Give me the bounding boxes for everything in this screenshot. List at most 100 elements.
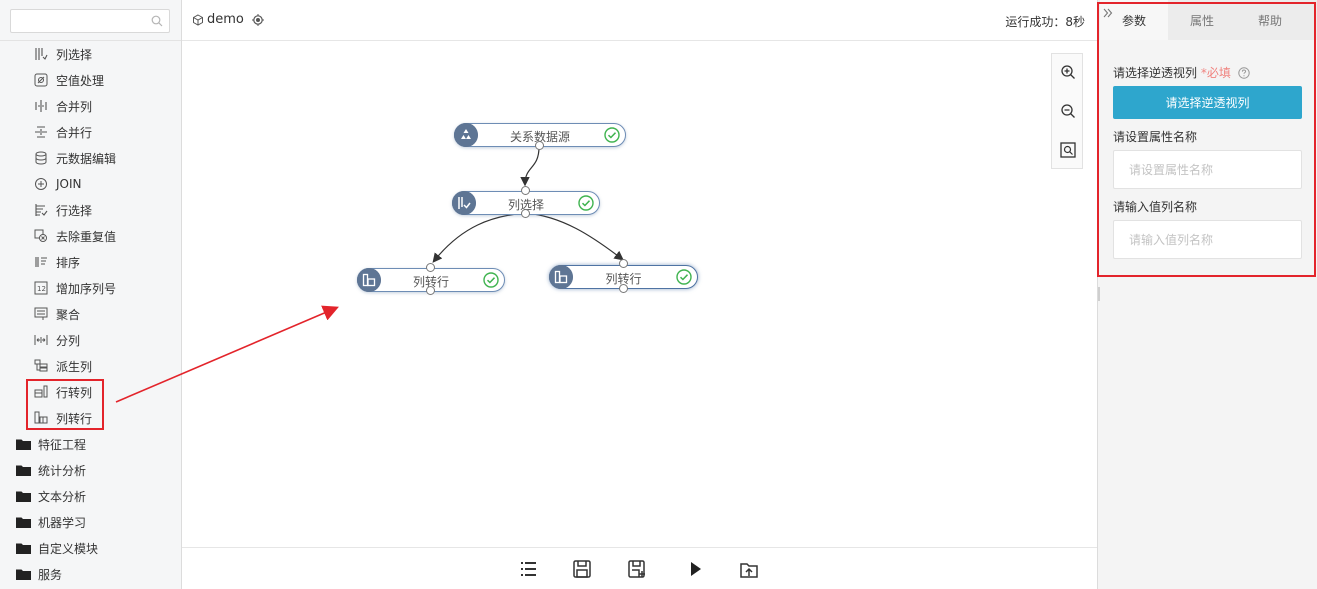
sidebar-item-label: 分列 (56, 333, 81, 348)
attr-name-input[interactable] (1113, 150, 1302, 189)
node-label: 列转行 (412, 275, 449, 289)
success-check-icon (604, 127, 620, 143)
dedupe-icon (34, 229, 47, 242)
sidebar-folder-service[interactable]: 服务 (16, 564, 62, 584)
help-icon[interactable] (1237, 67, 1250, 79)
sidebar-item-column-select[interactable]: 列选择 (34, 44, 92, 64)
merge-rows-icon (35, 126, 47, 138)
sidebar-folder-machine-learning[interactable]: 机器学习 (16, 512, 86, 532)
highlight-box-sidebar (26, 379, 104, 430)
row-select-icon (35, 204, 48, 216)
sidebar-item-row-select[interactable]: 行选择 (34, 200, 92, 220)
sidebar-folder-label: 服务 (38, 567, 63, 582)
input-port[interactable] (521, 186, 530, 195)
fit-view-icon[interactable] (1060, 142, 1076, 158)
folder-icon (16, 517, 31, 528)
folder-icon (16, 543, 31, 554)
save-icon[interactable] (572, 559, 592, 579)
zoom-in-icon[interactable] (1060, 64, 1076, 80)
sidebar-item-label: 列选择 (56, 47, 93, 62)
folder-icon (16, 439, 31, 450)
select-pivot-column-button[interactable]: 请选择逆透视列 (1113, 86, 1302, 119)
sort-icon (35, 257, 47, 267)
editor-header: demo 运行成功：8秒 (182, 0, 1097, 41)
sidebar-folder-custom-module[interactable]: 自定义模块 (16, 538, 98, 558)
sidebar-folder-label: 自定义模块 (38, 541, 99, 556)
sidebar-item-label: 排序 (56, 255, 81, 270)
sidebar-folder-label: 统计分析 (38, 463, 87, 478)
sidebar-item-column-to-row[interactable]: 列转行 (34, 408, 92, 428)
sidebar-folder-feature-engineering[interactable]: 特征工程 (16, 434, 86, 454)
sidebar-item-dedupe[interactable]: 去除重复值 (34, 226, 116, 246)
sidebar-item-add-serial[interactable]: 12 增加序列号 (34, 278, 116, 298)
zoom-out-icon[interactable] (1060, 103, 1076, 119)
pivot-column-label: 请选择逆透视列 *必填 (1113, 64, 1250, 81)
aggregate-icon (34, 307, 48, 320)
sidebar-item-split-column[interactable]: 分列 (34, 330, 80, 350)
sidebar-folder-label: 机器学习 (38, 515, 87, 530)
panel-resize-handle[interactable] (1098, 287, 1100, 301)
split-column-icon (34, 335, 48, 345)
zoom-toolbar (1051, 53, 1083, 169)
sidebar-item-sort[interactable]: 排序 (34, 252, 80, 272)
input-port[interactable] (619, 259, 628, 268)
search-icon[interactable] (151, 15, 163, 27)
output-port[interactable] (426, 286, 435, 295)
column-select-icon (452, 191, 476, 215)
sidebar-item-join[interactable]: JOIN (34, 174, 82, 194)
sidebar-item-label: 合并行 (56, 125, 93, 140)
module-search-input[interactable] (11, 10, 141, 32)
edge-layer (432, 146, 624, 263)
success-check-icon (483, 272, 499, 288)
list-icon[interactable] (518, 559, 538, 579)
sidebar-item-merge-columns[interactable]: 合并列 (34, 96, 92, 116)
sidebar-item-label: 去除重复值 (56, 229, 117, 244)
pivot-column-label-text: 请选择逆透视列 (1113, 66, 1198, 80)
sidebar-item-derived-column[interactable]: 派生列 (34, 356, 92, 376)
locate-icon[interactable] (251, 13, 264, 26)
input-port[interactable] (426, 263, 435, 272)
save-as-icon[interactable] (627, 559, 647, 579)
metadata-edit-icon (35, 151, 47, 165)
column-select-icon (35, 48, 48, 60)
output-port[interactable] (521, 209, 530, 218)
module-sidebar: 列选择 空值处理 合并列 合并行 元数据编辑 JOIN 行选择 去除重复值 (0, 0, 182, 589)
edge-datasource-to-colselect (520, 146, 540, 187)
sidebar-item-label: 列转行 (56, 411, 93, 426)
project-tab[interactable]: demo (192, 12, 264, 27)
sidebar-item-aggregate[interactable]: 聚合 (34, 304, 80, 324)
sidebar-item-label: 派生列 (56, 359, 93, 374)
output-port[interactable] (535, 141, 544, 150)
node-column-select[interactable]: 列选择 (452, 191, 600, 215)
sidebar-item-null-handling[interactable]: 空值处理 (34, 70, 104, 90)
sidebar-folder-text-analysis[interactable]: 文本分析 (16, 486, 86, 506)
success-check-icon (676, 269, 692, 285)
sidebar-item-metadata-edit[interactable]: 元数据编辑 (34, 148, 116, 168)
workflow-canvas[interactable]: 关系数据源 列选择 列转行 列转行 (182, 41, 1097, 547)
output-port[interactable] (619, 284, 628, 293)
module-search-box[interactable] (10, 9, 170, 33)
sidebar-folder-statistics[interactable]: 统计分析 (16, 460, 86, 480)
sidebar-divider (0, 40, 181, 41)
sidebar-item-row-to-column[interactable]: 行转列 (34, 382, 92, 402)
sidebar-item-label: 行选择 (56, 203, 93, 218)
value-col-input[interactable] (1113, 220, 1302, 259)
export-icon[interactable] (739, 559, 759, 579)
node-label: 列转行 (605, 272, 642, 286)
null-handling-icon (34, 73, 48, 87)
sidebar-folder-label: 特征工程 (38, 437, 87, 452)
sidebar-item-label: 聚合 (56, 307, 81, 322)
properties-panel: 参数 属性 帮助 请选择逆透视列 *必填 请选择逆透视列 请设置属性名称 请输入… (1097, 0, 1317, 589)
cube-icon (193, 13, 203, 26)
run-icon[interactable] (685, 559, 705, 579)
tab-params[interactable]: 参数 (1100, 0, 1168, 40)
tab-attributes[interactable]: 属性 (1189, 14, 1214, 28)
collapse-panel-icon[interactable] (1103, 8, 1113, 18)
attr-name-label: 请设置属性名称 (1113, 130, 1198, 144)
sidebar-item-label: 合并列 (56, 99, 93, 114)
tab-help[interactable]: 帮助 (1257, 14, 1282, 28)
row-to-column-icon (34, 385, 48, 398)
datasource-icon (454, 123, 478, 147)
sidebar-item-merge-rows[interactable]: 合并行 (34, 122, 92, 142)
